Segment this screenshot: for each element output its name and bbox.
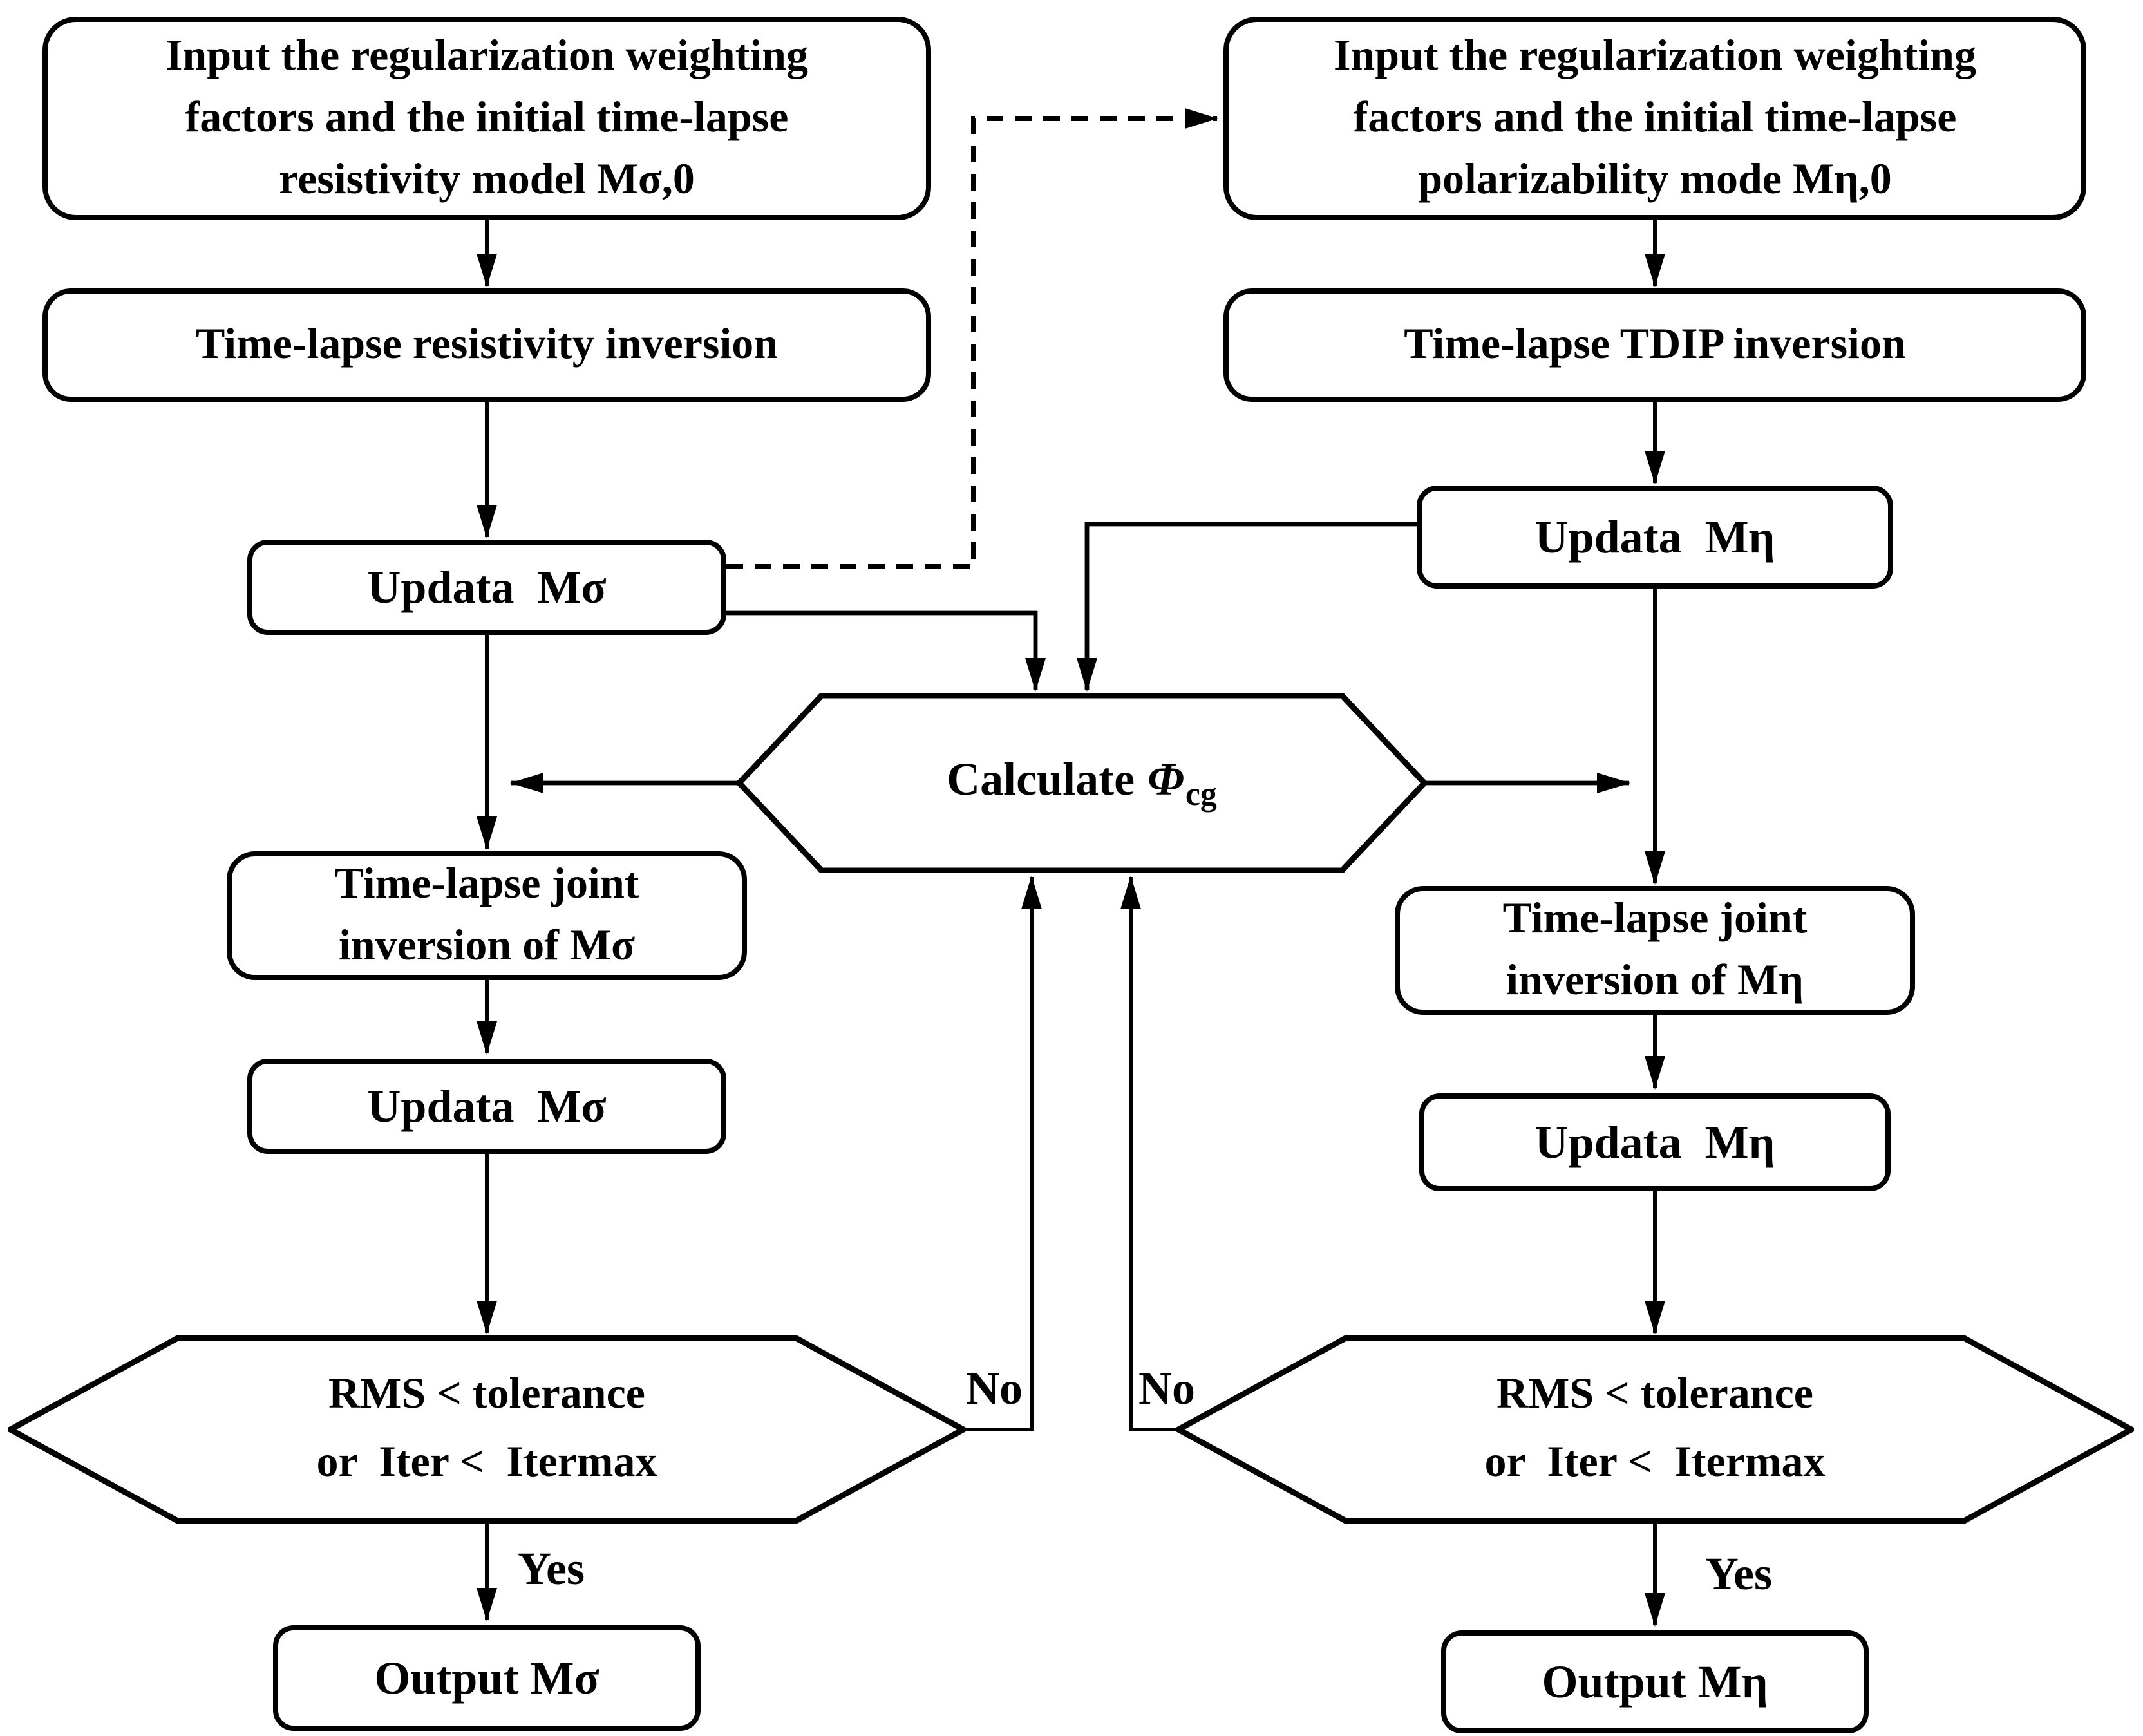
left-decision-line-1: RMS < tolerance: [328, 1370, 645, 1419]
calculate-hexagon-shape: [737, 693, 1427, 873]
left-decision-text: RMS < tolerance or Iter < Itermax: [316, 1362, 657, 1498]
right-decision-line-2: or Iter < Itermax: [1484, 1439, 1826, 1486]
left-output-label: Output Mσ: [374, 1652, 599, 1704]
edge-right-update1-to-calculate: [1077, 522, 1417, 692]
node-left-inversion: Time-lapse resistivity inversion: [42, 288, 931, 402]
calculate-word: Calculate: [947, 753, 1135, 806]
label-right-yes: Yes: [1705, 1548, 1772, 1599]
phi-symbol: Φ: [1147, 753, 1184, 806]
right-joint-line-2: inversion of Mη: [1506, 957, 1804, 1005]
right-joint-line-1: Time-lapse joint: [1502, 895, 1808, 943]
node-left-joint-inversion: Time-lapse joint inversion of Mσ: [227, 851, 747, 980]
right-update-2-label: Updata Mη: [1534, 1117, 1775, 1168]
node-right-output: Output Mη: [1441, 1630, 1869, 1733]
right-inversion-label: Time-lapse TDIP inversion: [1404, 321, 1906, 368]
right-update-1-label: Updata Mη: [1534, 511, 1775, 563]
hexagon-left-decision: RMS < tolerance or Iter < Itermax: [8, 1335, 966, 1524]
right-input-line-2: factors and the initial time-lapse: [1353, 93, 1957, 142]
label-right-no: No: [1138, 1363, 1195, 1414]
edge-right-decision-no-to-calculate: [1120, 876, 1178, 1431]
right-input-line-3: polarizability mode Mη,0: [1418, 156, 1892, 204]
phi-subscript: cg: [1185, 775, 1217, 813]
label-left-yes: Yes: [518, 1543, 585, 1594]
edge-left-update1-to-calculate: [726, 610, 1046, 692]
left-input-line-3: resistivity model Mσ,0: [279, 156, 695, 204]
right-input-line-1: Input the regularization weighting: [1333, 32, 1976, 80]
left-input-line-1: Input the regularization weighting: [165, 32, 808, 80]
left-decision-hexagon-shape: [8, 1335, 966, 1524]
node-right-inversion: Time-lapse TDIP inversion: [1223, 288, 2086, 402]
node-left-input: Input the regularization weighting facto…: [42, 17, 931, 220]
node-left-update-1: Updata Mσ: [247, 540, 726, 635]
left-input-line-2: factors and the initial time-lapse: [185, 93, 789, 142]
right-decision-text: RMS < tolerance or Iter < Itermax: [1484, 1362, 1825, 1498]
left-decision-line-2: or Iter < Itermax: [316, 1439, 657, 1486]
node-left-update-2: Updata Mσ: [247, 1059, 726, 1154]
label-left-no: No: [966, 1363, 1023, 1414]
hexagon-right-decision: RMS < tolerance or Iter < Itermax: [1176, 1335, 2134, 1524]
left-joint-line-2: inversion of Mσ: [338, 922, 636, 970]
right-output-label: Output Mη: [1542, 1656, 1768, 1708]
right-decision-line-1: RMS < tolerance: [1496, 1370, 1813, 1419]
left-joint-line-1: Time-lapse joint: [334, 860, 639, 909]
left-update-1-label: Updata Mσ: [367, 561, 607, 613]
right-decision-hexagon-shape: [1176, 1335, 2134, 1524]
left-inversion-label: Time-lapse resistivity inversion: [195, 321, 779, 368]
node-right-update-1: Updata Mη: [1417, 486, 1893, 589]
node-right-joint-inversion: Time-lapse joint inversion of Mη: [1395, 886, 1915, 1015]
edge-dashed-update1-to-right-input: [726, 108, 1218, 569]
edge-left-decision-no-to-calculate: [963, 876, 1042, 1431]
left-update-2-label: Updata Mσ: [367, 1080, 607, 1132]
node-right-update-2: Updata Mη: [1419, 1093, 1891, 1191]
node-right-input: Input the regularization weighting facto…: [1223, 17, 2086, 220]
node-left-output: Output Mσ: [273, 1625, 701, 1731]
